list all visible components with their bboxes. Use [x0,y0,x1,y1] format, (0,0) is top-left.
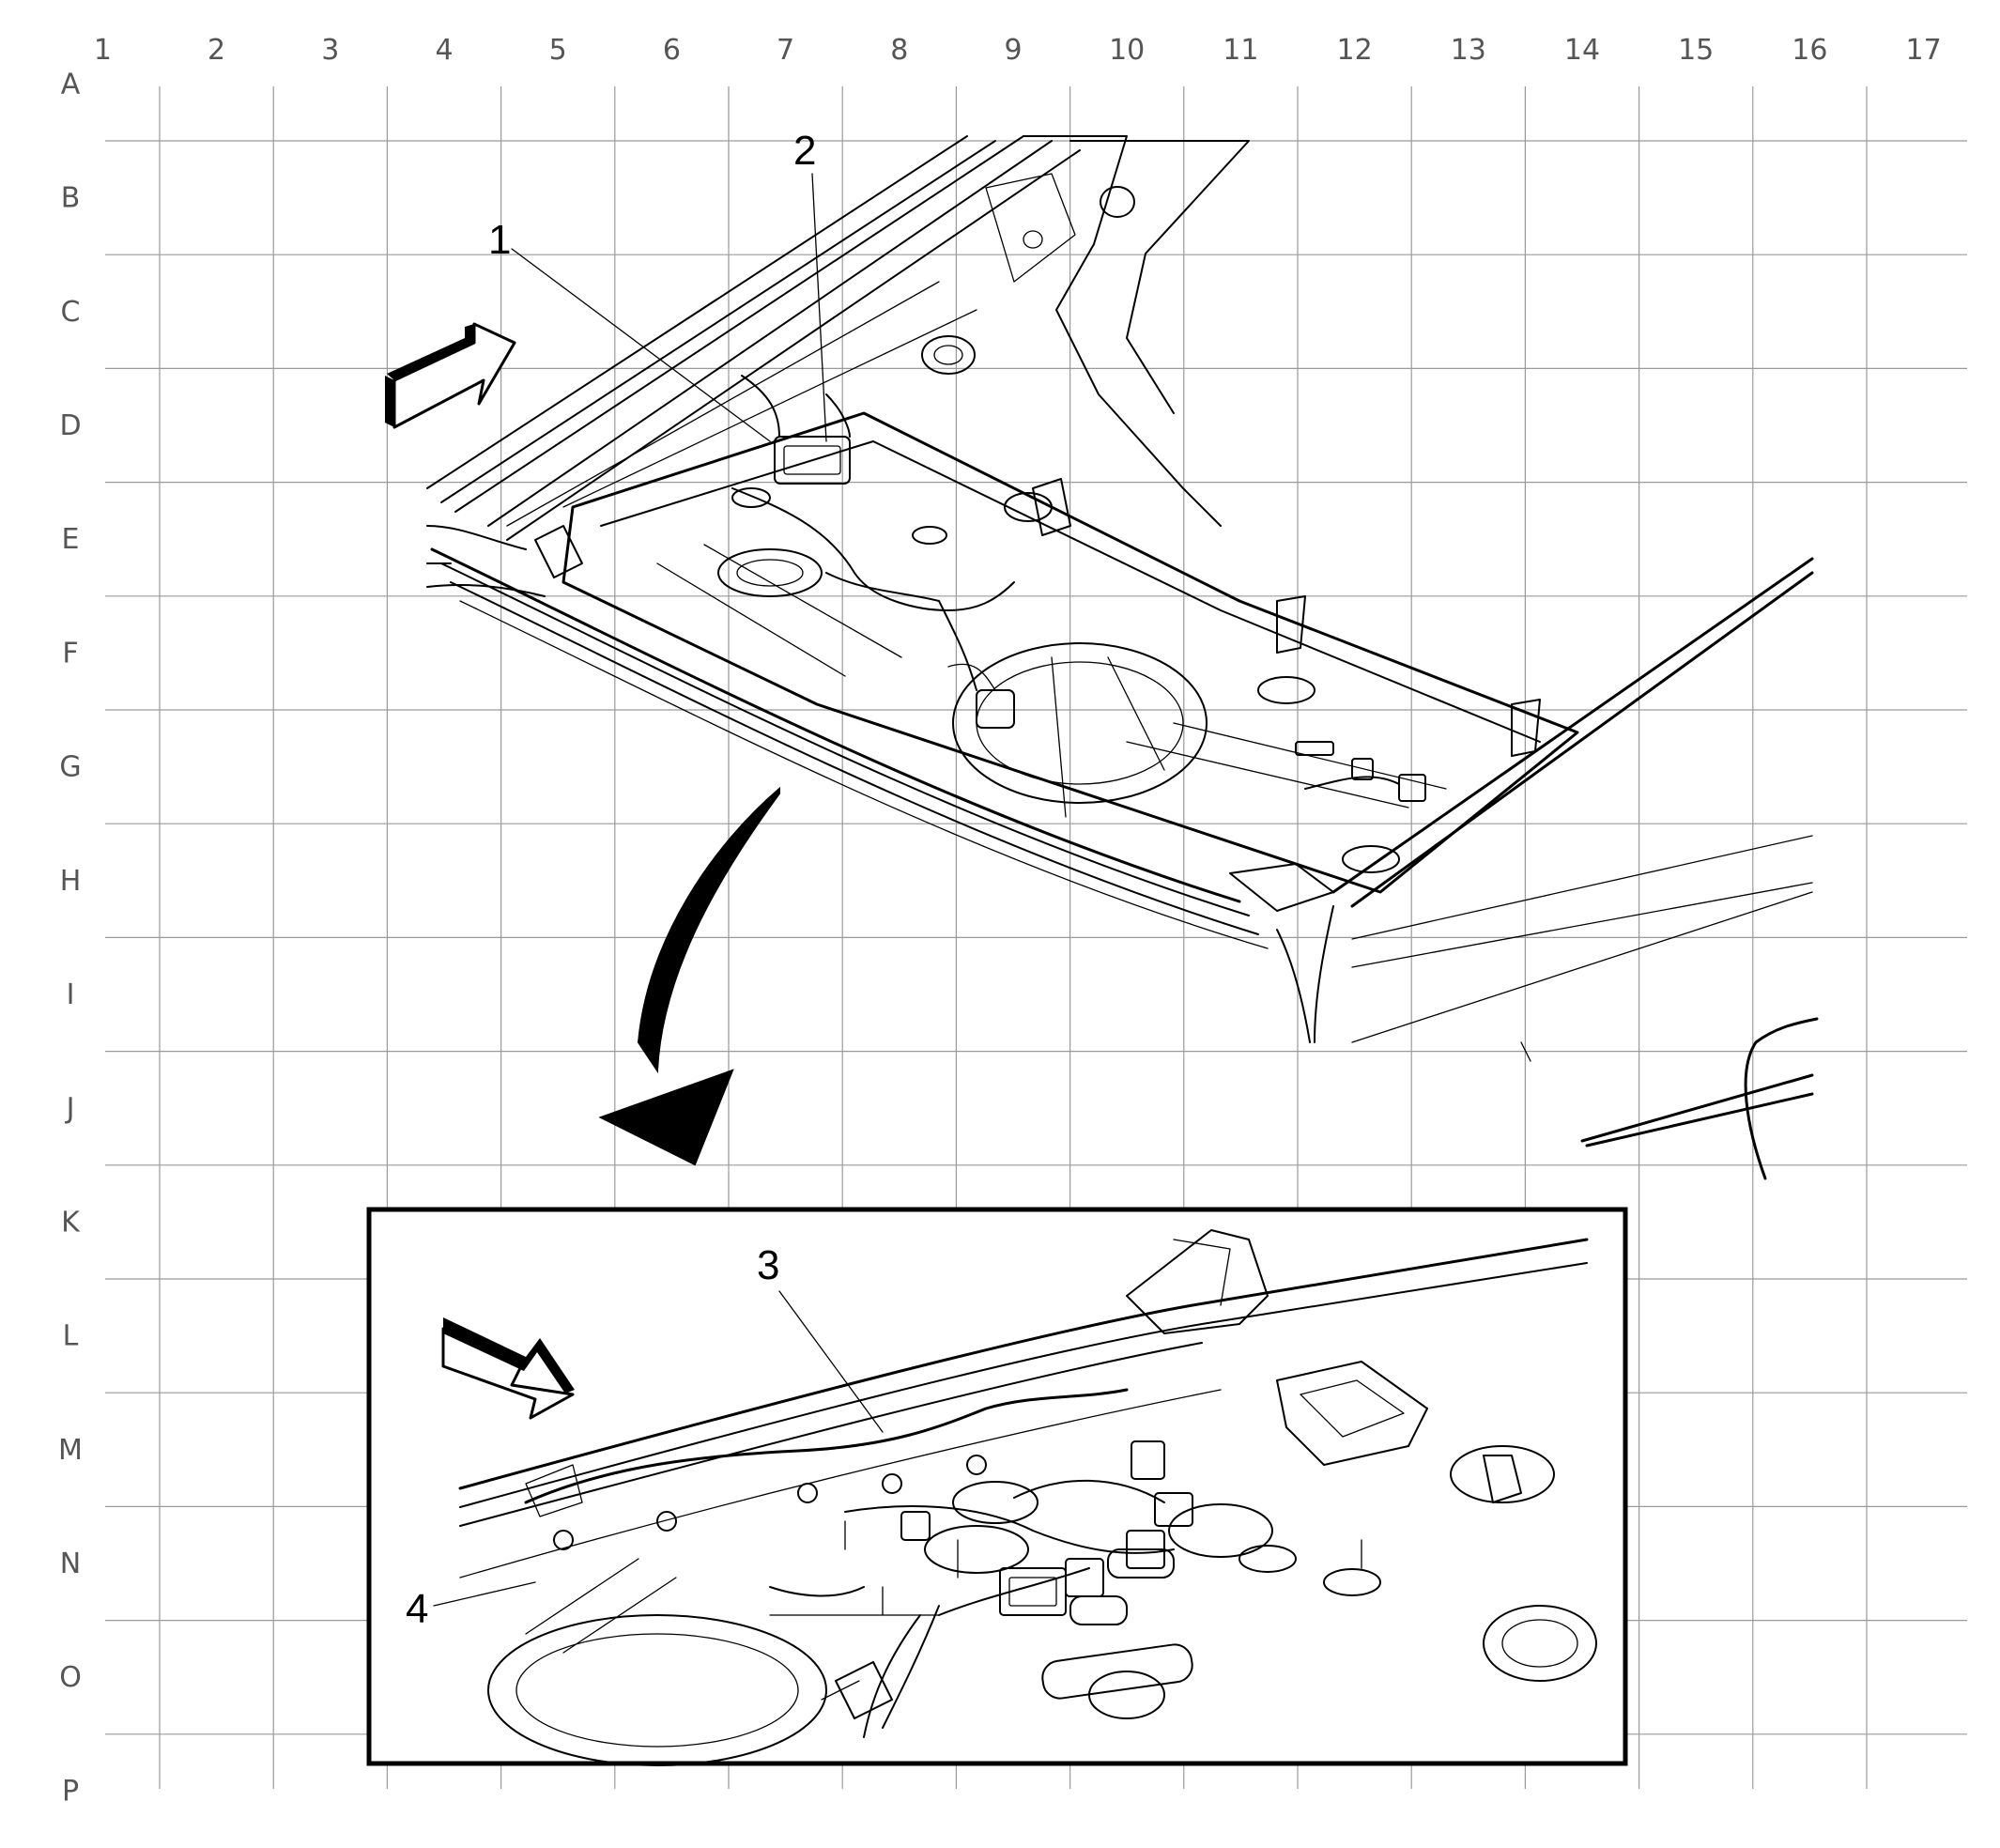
grid-column-label: 6 [663,34,681,67]
grid-row-label: A [61,68,81,100]
callout-4: 4 [406,1586,428,1632]
grid-column-label: 7 [777,34,794,67]
grid-row-label: P [62,1775,79,1808]
grid-row-label: D [59,409,81,442]
grid-row-label: H [60,865,82,898]
grid-column-label: 2 [208,34,225,67]
grid-column-label: 4 [435,34,453,67]
grid-row-label: E [62,523,80,556]
grid-column-label: 14 [1564,34,1600,67]
grid-column-label: 1 [94,34,112,67]
grid-row-label: L [63,1320,79,1353]
grid-column-label: 3 [321,34,339,67]
grid-row-labels: A B C D E F G H I J K L M N O P [58,68,83,1808]
grid-row-label: K [61,1206,81,1239]
grid-column-label: 10 [1109,34,1145,67]
grid-column-label: 12 [1337,34,1373,67]
grid-row-label: O [59,1661,82,1694]
grid-row-label: J [65,1092,75,1125]
grid-column-label: 13 [1451,34,1486,67]
rear-compartment-main-view [426,135,1819,1180]
grid-column-label: 11 [1223,34,1258,67]
callout-2: 2 [793,128,816,174]
front-direction-arrow-icon [441,1317,575,1420]
grid-column-label: 17 [1906,34,1942,67]
grid-column-label: 9 [1004,34,1022,67]
grid-row-label: M [58,1434,83,1467]
grid-row-label: F [62,637,78,670]
callout-1: 1 [488,217,511,263]
grid-row-label: G [59,751,81,784]
curved-arrow-icon [598,786,780,1166]
grid-row-label: B [61,182,81,215]
grid-row-label: I [67,978,75,1011]
grid-column-label: 16 [1792,34,1827,67]
detail-inset [366,1207,1628,1766]
callout-3: 3 [757,1242,779,1288]
grid-column-label: 8 [890,34,908,67]
grid-column-label: 5 [549,34,567,67]
front-direction-arrow-icon [385,322,516,429]
grid-row-label: C [61,296,81,329]
grid-row-label: N [60,1548,81,1580]
grid-column-label: 15 [1678,34,1714,67]
reference-grid [105,86,1967,1789]
